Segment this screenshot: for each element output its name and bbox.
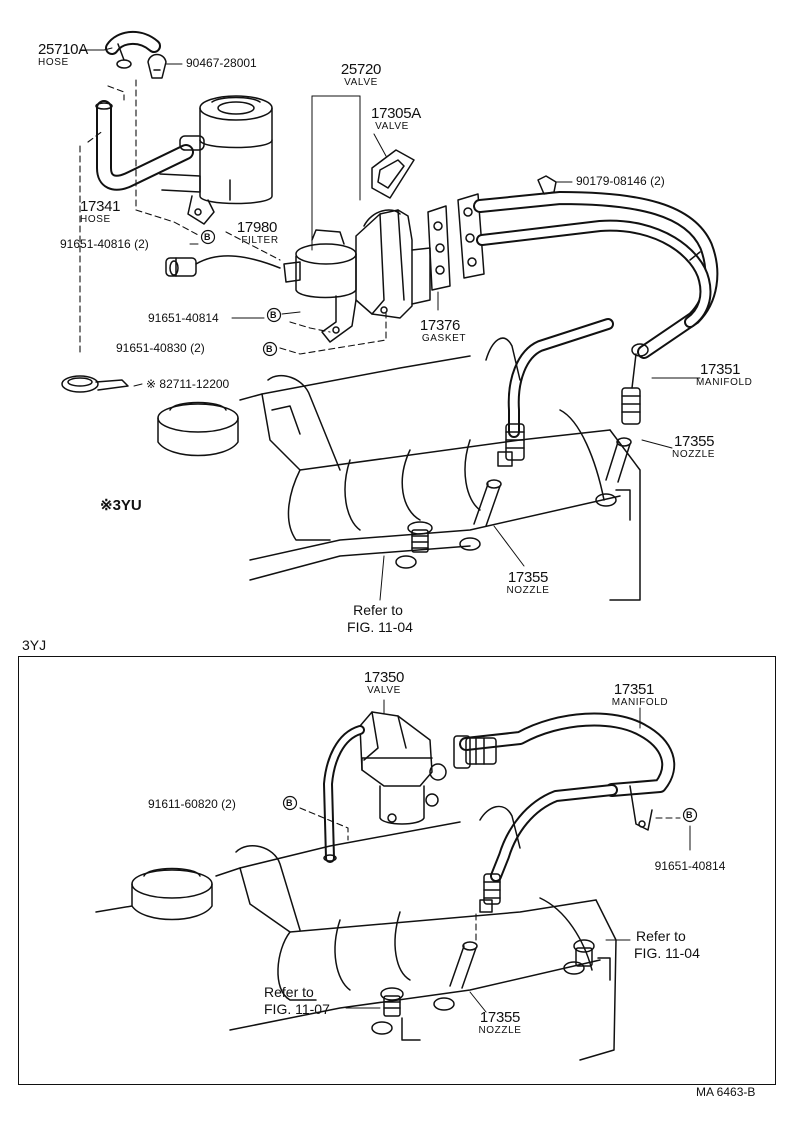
callout-b-letter: B: [286, 798, 293, 808]
part-name-valve-17305a: VALVE: [375, 121, 409, 132]
part-number-82711-12200: ※ 82711-12200: [146, 377, 230, 391]
callout-b-marker: [262, 341, 278, 357]
part-number-91651-40830: 91651-40830 (2): [116, 341, 205, 355]
callout-b-letter: B: [270, 310, 277, 320]
leader-lines-lower: [345, 699, 691, 1013]
part-number-17350: 17350: [363, 669, 405, 686]
part-number-17351-lower: 17351: [613, 681, 655, 698]
part-name-nozzle-lower: NOZZLE: [478, 1025, 522, 1036]
part-number-17351-upper: 17351: [700, 361, 741, 378]
variant-tag-3yu: ※3YU: [100, 497, 142, 514]
part-number-91651-40814-lower: 91651-40814: [654, 859, 726, 873]
manifold-17351-drawing: [457, 191, 719, 467]
part-number-90467-28001: 90467-28001: [186, 56, 257, 70]
clip-90467-drawing: [147, 53, 183, 79]
nozzle-17355-upper-drawing: [473, 437, 632, 527]
part-name-manifold-upper: MANIFOLD: [696, 377, 753, 388]
valve-17350-drawing: [323, 711, 447, 863]
part-number-90179-08146: 90179-08146 (2): [576, 174, 665, 188]
part-number-91611-60820: 91611-60820 (2): [148, 797, 236, 811]
routing-dashes-lower: [299, 807, 681, 941]
part-name-nozzle-center: NOZZLE: [506, 585, 550, 596]
bolt-90179-drawing: [537, 175, 573, 195]
hose-25710a-drawing: [105, 31, 161, 69]
part-name-valve-17350: VALVE: [367, 685, 401, 696]
callout-b-letter: B: [204, 232, 211, 242]
part-name-hose-a: HOSE: [38, 57, 69, 68]
refer-to-fig-11-04-lower: FIG. 11-04: [634, 945, 700, 961]
part-name-filter: FILTER: [241, 235, 279, 246]
part-number-17355-center: 17355: [507, 569, 549, 586]
part-number-17355-lower: 17355: [479, 1009, 521, 1026]
nozzle-17355-lower-drawing: [449, 941, 478, 989]
part-name-hose-b: HOSE: [80, 214, 111, 225]
gasket-17376-drawing: [427, 205, 451, 291]
part-number-91651-40814: 91651-40814: [148, 311, 219, 325]
refer-to-fig-11-07: FIG. 11-07: [264, 1001, 330, 1017]
valve-25720-drawing: [165, 149, 431, 343]
part-number-17341: 17341: [80, 198, 121, 215]
hose-17341-drawing: [95, 100, 194, 191]
part-name-valve-25720: VALVE: [344, 77, 378, 88]
figure-code: MA 6463-B: [696, 1085, 756, 1099]
refer-to-line1-lower-left: Refer to: [264, 984, 314, 1000]
routing-dashes-upper-left: [79, 79, 387, 356]
engine-head-lower-drawing: [95, 805, 617, 1061]
callout-b-letter: B: [266, 344, 273, 354]
part-number-17305a: 17305A: [371, 105, 421, 122]
callout-b-marker: [200, 229, 216, 245]
part-number-17376: 17376: [419, 317, 461, 334]
callout-b-marker: [682, 807, 698, 823]
callout-b-marker: [282, 795, 298, 811]
part-number-25720: 25720: [340, 61, 382, 78]
refer-to-line1-lower-right: Refer to: [636, 928, 686, 944]
callout-b-letter: B: [686, 810, 693, 820]
manifold-17351-lower-drawing: [453, 712, 676, 913]
filter-17980-drawing: [159, 95, 273, 225]
part-number-91651-40816: 91651-40816 (2): [60, 237, 149, 251]
section-label-3yj: 3YJ: [22, 637, 47, 653]
part-name-nozzle-right: NOZZLE: [672, 449, 716, 460]
part-name-gasket: GASKET: [421, 333, 467, 344]
callout-b-marker: [266, 307, 282, 323]
refer-to-line1-upper: Refer to: [353, 602, 403, 618]
clamp-82711-drawing: [61, 375, 129, 393]
section-3yj-frame: [18, 656, 776, 1085]
part-number-17355-right: 17355: [674, 433, 715, 450]
leader-lines-upper: [79, 47, 701, 601]
part-number-25710a: 25710A: [38, 41, 88, 58]
part-number-17980: 17980: [236, 219, 278, 236]
refer-to-fig-11-04-upper: FIG. 11-04: [347, 619, 413, 635]
engine-head-upper-drawing: [157, 337, 641, 601]
part-name-manifold-lower: MANIFOLD: [611, 697, 669, 708]
